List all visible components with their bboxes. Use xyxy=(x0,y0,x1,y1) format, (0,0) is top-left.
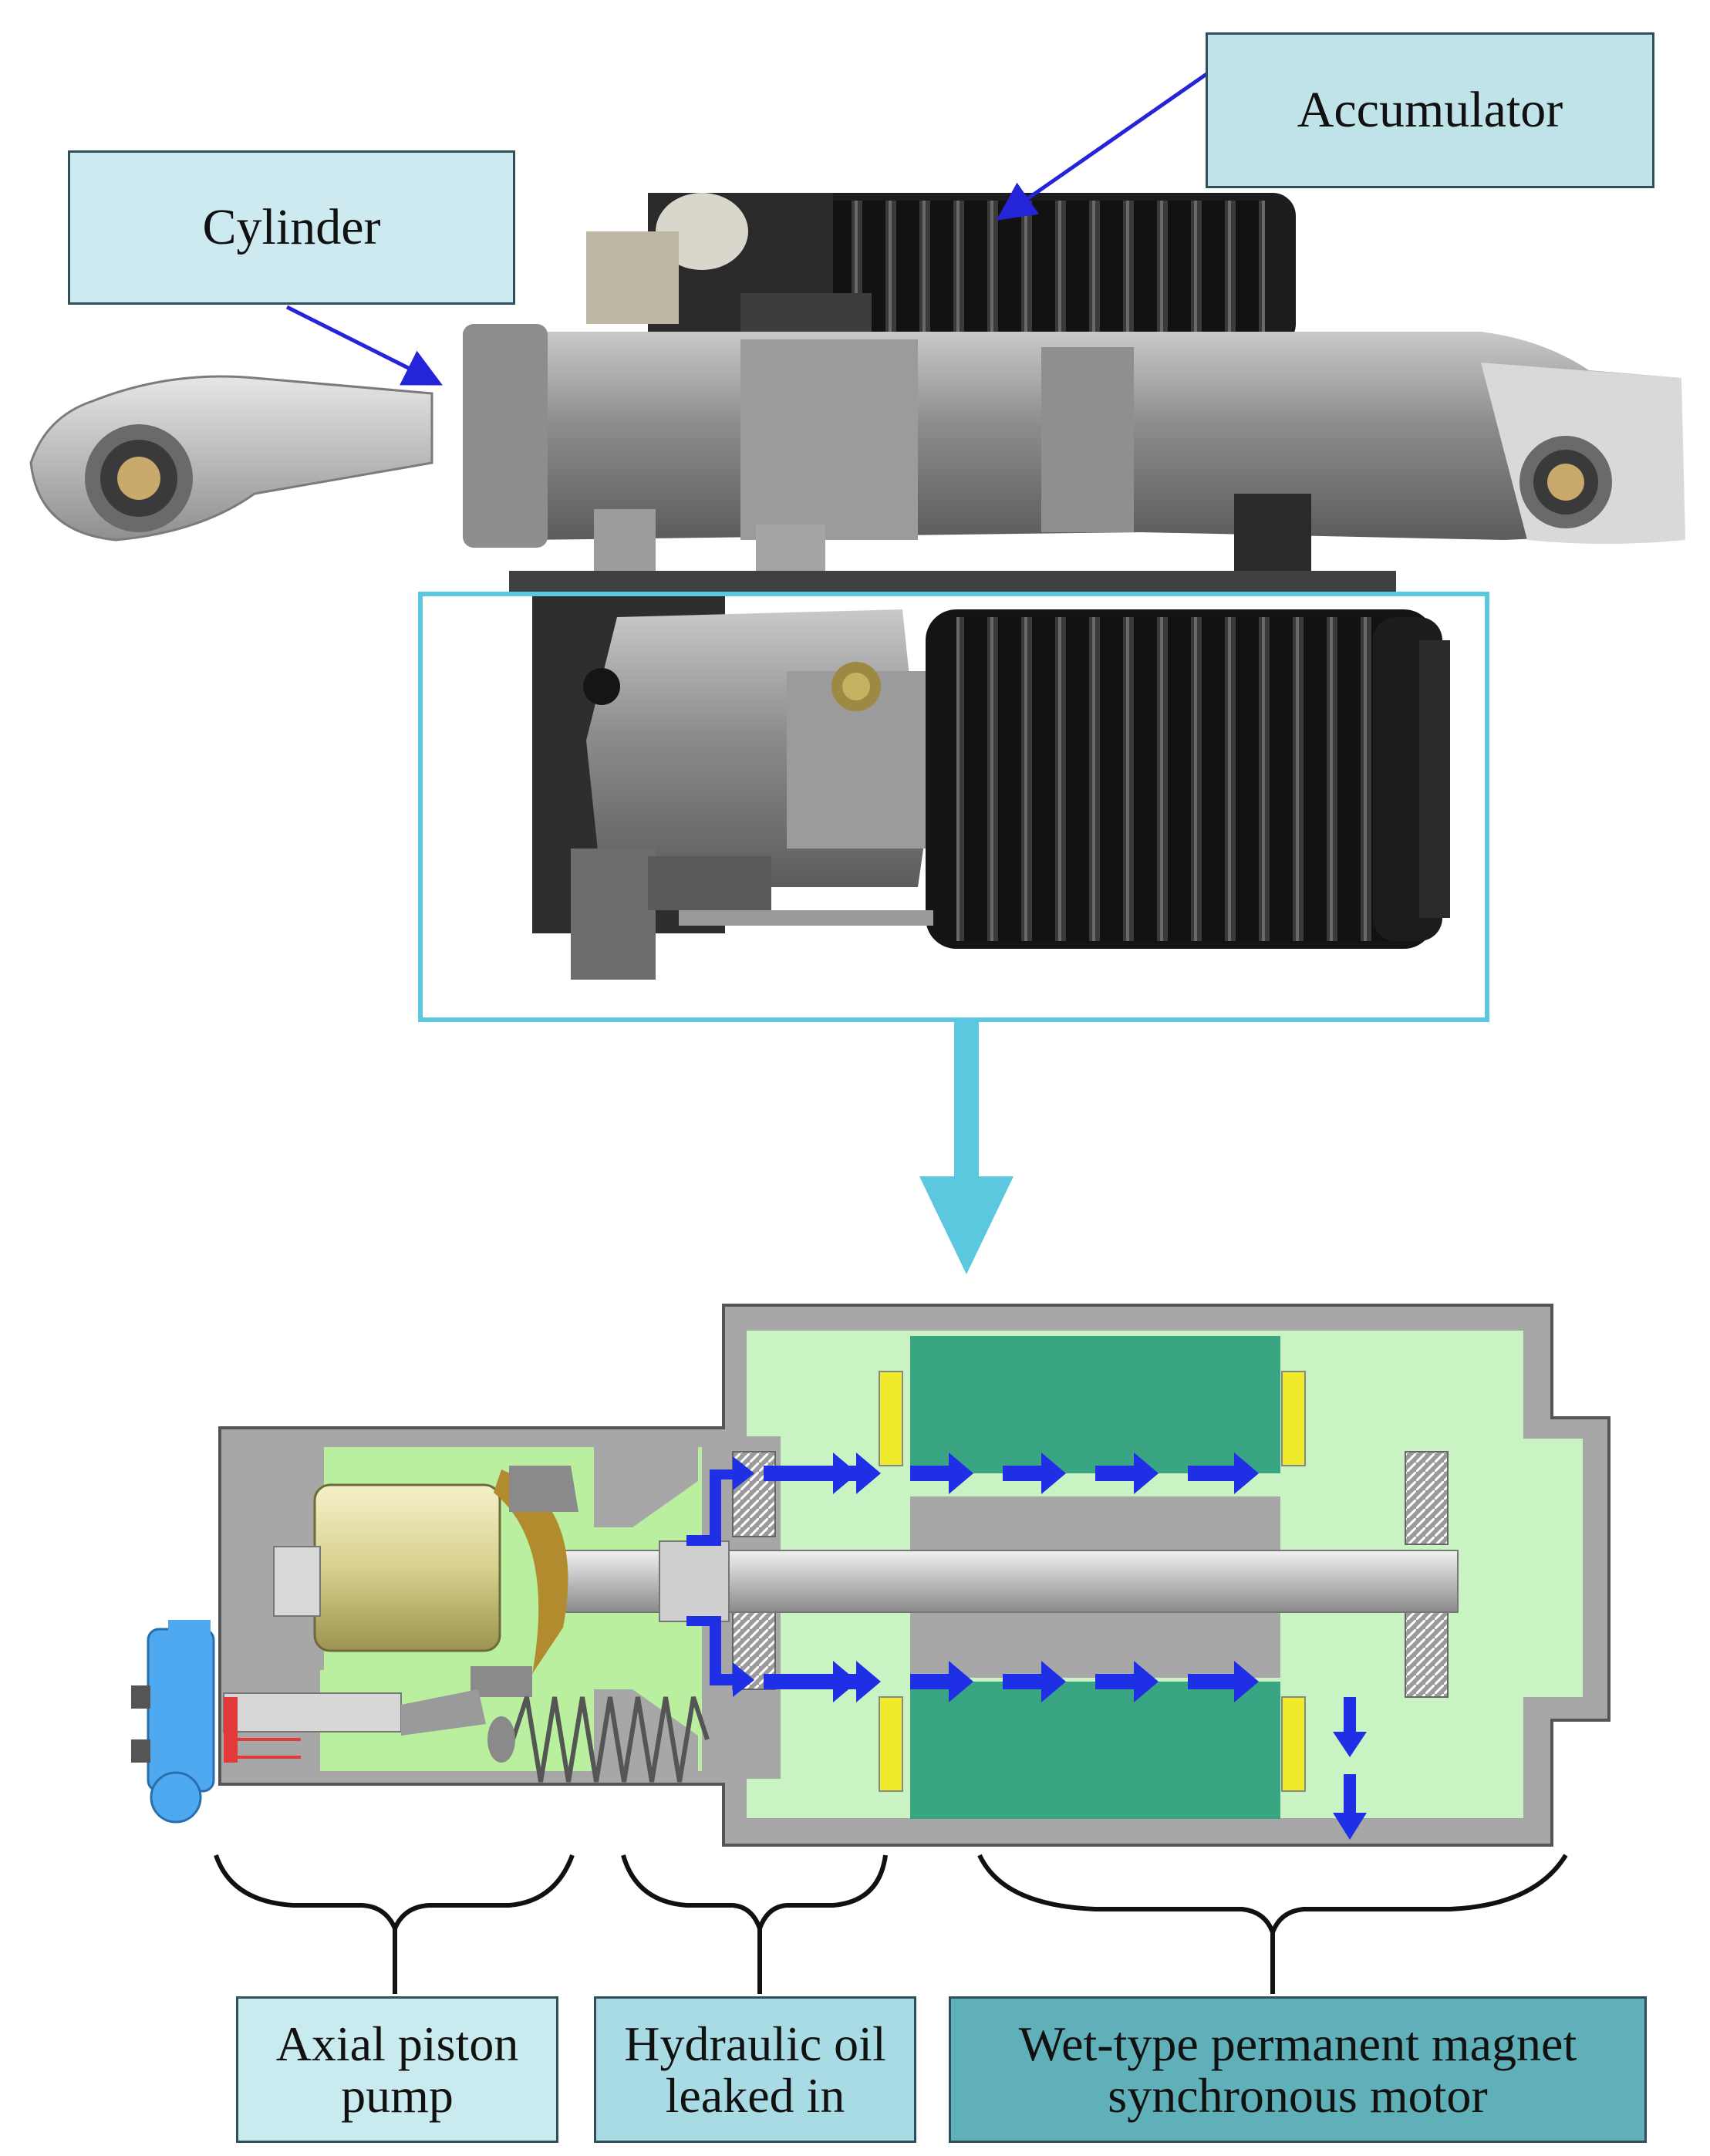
magnet-top-right xyxy=(1281,1371,1306,1466)
valve-block xyxy=(147,1628,215,1793)
oil-flow-arrows xyxy=(686,1453,1367,1840)
brace-pump xyxy=(214,1854,575,1935)
pump-motor-schematic xyxy=(131,1304,1611,1847)
pump-cylinder-block xyxy=(313,1483,501,1652)
axial-piston-pump-label: Axial piston pump xyxy=(236,1996,558,2143)
pump-label-line-1: Axial piston xyxy=(275,2016,519,2071)
stator-top xyxy=(910,1336,1280,1473)
cylinder-label-text: Cylinder xyxy=(202,199,381,256)
cylinder-label: Cylinder xyxy=(68,150,515,305)
oil-label-line-2: leaked in xyxy=(665,2068,845,2123)
motor-label: Wet-type permanent magnet synchronous mo… xyxy=(949,1996,1647,2143)
braces xyxy=(214,1854,1568,1994)
magnet-top-left xyxy=(879,1371,903,1466)
brace-oil xyxy=(621,1854,888,1935)
oil-label-line-1: Hydraulic oil xyxy=(624,2016,886,2071)
accumulator-label: Accumulator xyxy=(1206,32,1654,188)
motor-label-line-1: Wet-type permanent magnet xyxy=(1018,2016,1577,2071)
highlight-frame xyxy=(418,592,1489,1022)
magnet-bottom-left xyxy=(879,1696,903,1792)
pump-label-line-2: pump xyxy=(341,2068,454,2123)
motor-label-line-2: synchronous motor xyxy=(1108,2068,1488,2123)
actuator-photo xyxy=(29,193,1685,980)
callout-arrow-cylinder xyxy=(285,305,443,386)
down-arrow xyxy=(919,1020,1014,1274)
callout-arrow-accumulator xyxy=(996,69,1213,221)
hydraulic-oil-label: Hydraulic oil leaked in xyxy=(594,1996,916,2143)
brace-motor xyxy=(977,1854,1568,1939)
magnet-bottom-right xyxy=(1281,1696,1306,1792)
spring xyxy=(511,1696,710,1783)
stator-bottom xyxy=(910,1682,1280,1819)
accumulator-label-text: Accumulator xyxy=(1297,82,1563,139)
